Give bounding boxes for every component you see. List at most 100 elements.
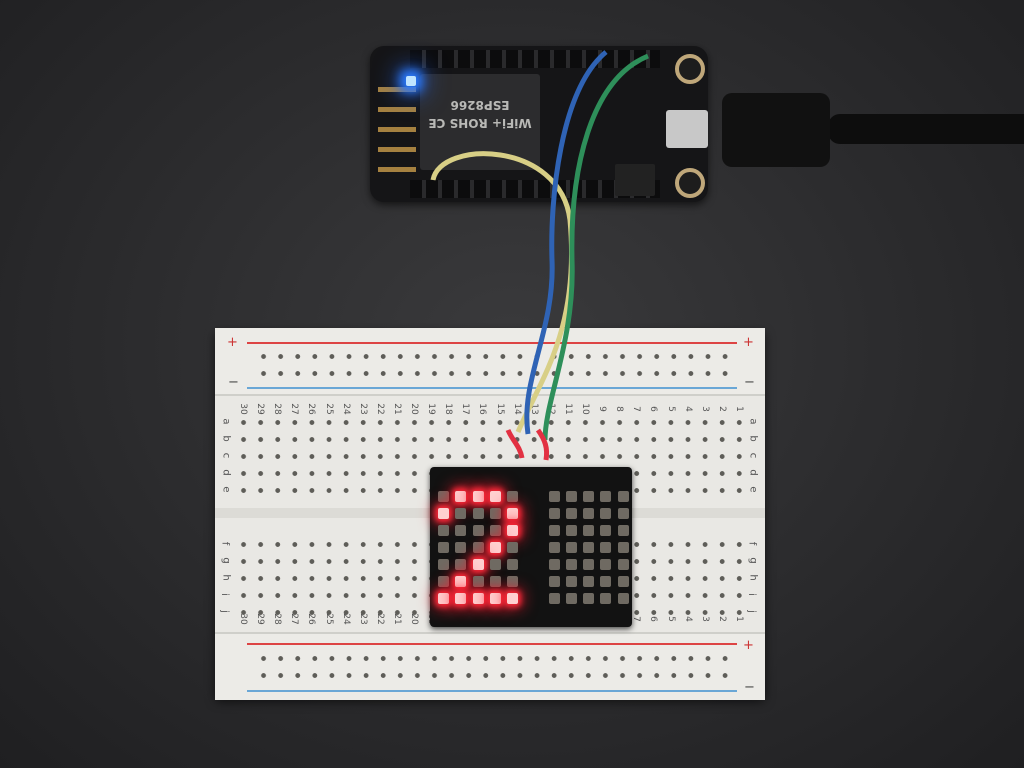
led-off: [583, 542, 595, 553]
led-off: [507, 576, 519, 587]
led-off: [472, 576, 484, 587]
power-rail-bottom: + −: [215, 632, 765, 700]
led-on: [507, 508, 519, 519]
rail-holes: [255, 348, 735, 382]
led-off: [565, 525, 577, 536]
led-on: [455, 491, 467, 502]
led-on: [472, 593, 484, 604]
led-off: [600, 559, 612, 570]
led-off: [600, 508, 612, 519]
led-off: [565, 491, 577, 502]
led-off: [617, 542, 629, 553]
micro-usb-port: [666, 110, 708, 148]
battery-connector: [615, 164, 655, 196]
led-off: [617, 559, 629, 570]
led-off: [583, 508, 595, 519]
led-on: [455, 576, 467, 587]
plus-label: +: [227, 335, 238, 350]
led-off: [489, 525, 501, 536]
led-off: [548, 542, 560, 553]
led-off: [565, 542, 577, 553]
led-off: [583, 491, 595, 502]
minus-label: −: [228, 375, 239, 390]
mounting-hole: [675, 168, 705, 198]
led-off: [565, 576, 577, 587]
led-off: [507, 542, 519, 553]
led-off: [455, 542, 467, 553]
led-off: [548, 525, 560, 536]
power-rail-top: + + − −: [215, 328, 765, 396]
red-wire: [535, 428, 550, 461]
led-off: [548, 491, 560, 502]
led-off: [617, 525, 629, 536]
led-off: [507, 559, 519, 570]
led-off: [438, 542, 449, 553]
led-off: [472, 542, 484, 553]
led-off: [548, 593, 560, 604]
usb-plug: [722, 93, 830, 167]
led-off: [472, 525, 484, 536]
led-off: [617, 508, 629, 519]
led-on: [489, 491, 501, 502]
led-off: [617, 593, 629, 604]
plus-label: +: [743, 638, 754, 653]
led-on: [472, 491, 484, 502]
negative-line: [247, 387, 737, 389]
led-off: [489, 508, 501, 519]
led-off: [565, 593, 577, 604]
led-off: [438, 491, 449, 502]
led-off: [583, 525, 595, 536]
led-off: [617, 576, 629, 587]
led-matrix-backpack: [430, 467, 632, 627]
led-off: [472, 508, 484, 519]
led-off: [583, 576, 595, 587]
led-off: [489, 576, 501, 587]
led-off: [438, 559, 449, 570]
led-off: [507, 491, 519, 502]
led-on: [438, 508, 449, 519]
led-off: [617, 491, 629, 502]
feather-huzzah-board: WiFi+ ROHS CE ESP8266: [370, 46, 708, 202]
led-off: [600, 576, 612, 587]
status-led-icon: [406, 76, 416, 86]
blue-wire: [524, 50, 608, 435]
red-wire: [505, 428, 525, 459]
green-wire: [542, 53, 649, 441]
led-on: [472, 559, 484, 570]
led-off: [583, 593, 595, 604]
led-off: [565, 559, 577, 570]
led-off: [455, 508, 467, 519]
usb-cable: [828, 114, 1024, 144]
pcb-antenna: [378, 76, 416, 172]
positive-line: [247, 643, 737, 645]
led-off: [455, 525, 467, 536]
led-off: [438, 576, 449, 587]
led-on: [489, 542, 501, 553]
led-on: [438, 593, 449, 604]
minus-label: −: [744, 680, 755, 695]
yellow-wire: [430, 151, 575, 433]
led-on: [455, 593, 467, 604]
led-off: [600, 593, 612, 604]
led-on: [507, 525, 519, 536]
mounting-hole: [675, 54, 705, 84]
minus-label: −: [744, 375, 755, 390]
negative-line: [247, 690, 737, 692]
positive-line: [247, 342, 737, 344]
header-pins-bottom: [410, 180, 660, 198]
led-off: [583, 559, 595, 570]
led-off: [600, 525, 612, 536]
led-on: [489, 593, 501, 604]
led-off: [489, 559, 501, 570]
led-off: [600, 542, 612, 553]
led-off: [548, 559, 560, 570]
led-off: [548, 508, 560, 519]
led-on: [507, 593, 519, 604]
led-off: [600, 491, 612, 502]
led-off: [438, 525, 449, 536]
led-off: [548, 576, 560, 587]
rail-holes: [255, 650, 735, 684]
led-off: [455, 559, 467, 570]
plus-label: +: [743, 335, 754, 350]
